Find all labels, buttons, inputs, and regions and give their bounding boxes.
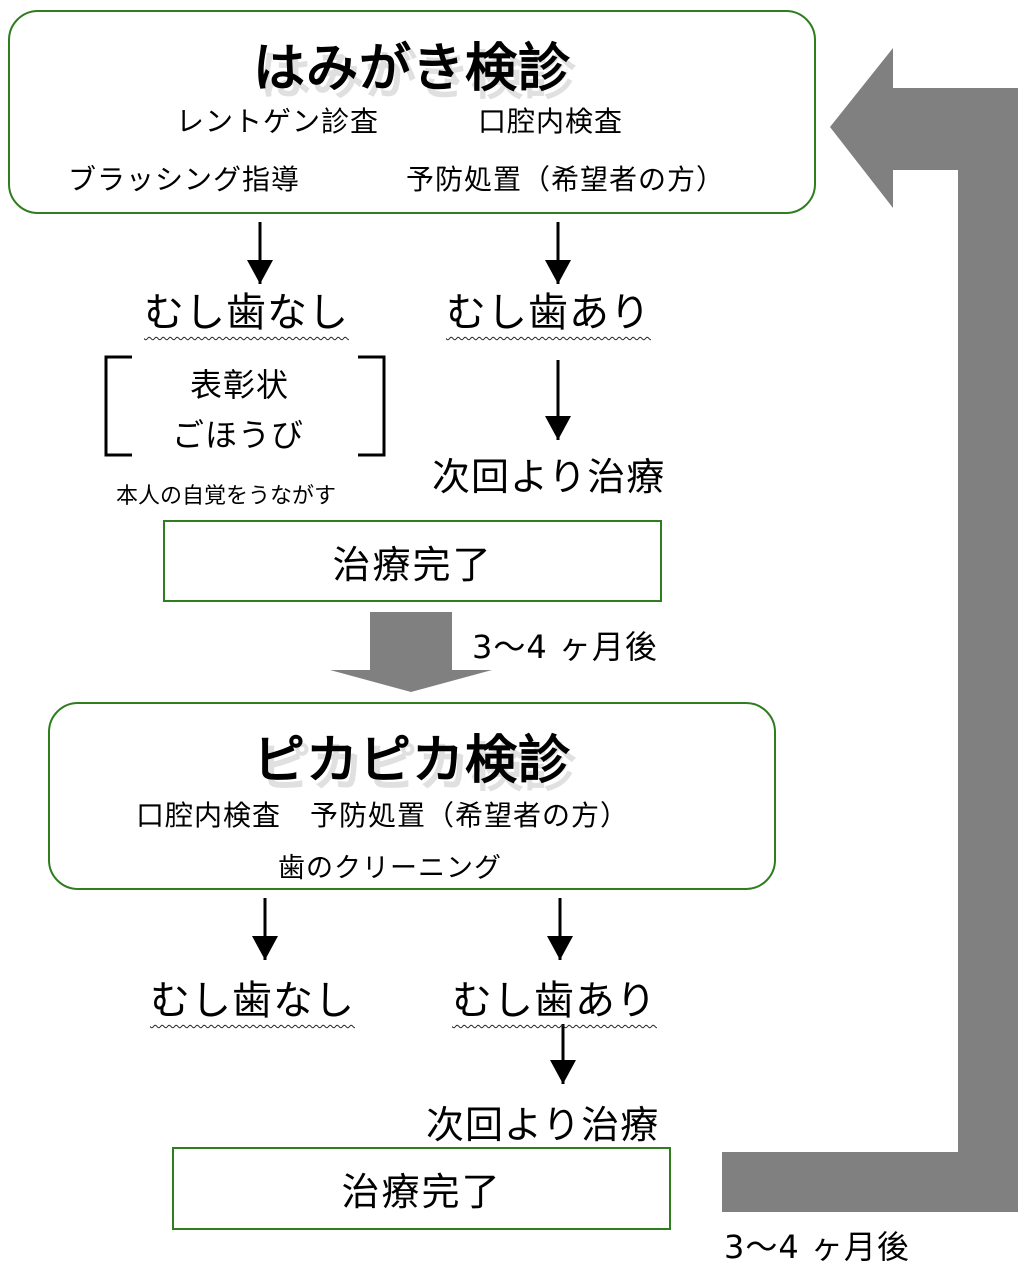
checkup2-title: ピカピカ検診 bbox=[252, 731, 571, 791]
reward-prize: ごほうび bbox=[172, 416, 305, 454]
interval-label-2: 3～4 ヶ月後 bbox=[724, 1228, 910, 1266]
branch1-caries: むし歯あり bbox=[446, 290, 651, 336]
checkup1-item-brushing: ブラッシング指導 bbox=[68, 163, 301, 196]
checkup2-row2: 歯のクリーニング bbox=[278, 853, 502, 884]
branch1-complete-box: 治療完了 bbox=[163, 520, 662, 602]
checkup1-item-xray: レントゲン診査 bbox=[176, 105, 380, 138]
checkup1-box: はみがき検診 レントゲン診査 口腔内検査 ブラッシング指導 予防処置（希望者の方… bbox=[8, 10, 816, 214]
branch2-complete-box: 治療完了 bbox=[172, 1147, 671, 1230]
return-loop-arrow bbox=[722, 48, 1018, 1212]
interval-label-1: 3～4 ヶ月後 bbox=[472, 628, 658, 666]
checkup1-title: はみがき検診 bbox=[252, 39, 571, 99]
interval-down-arrow bbox=[330, 612, 492, 692]
branch2-complete-label: 治療完了 bbox=[341, 1170, 502, 1214]
branch1-no-caries: むし歯なし bbox=[144, 290, 349, 336]
reward-note: 本人の自覚をうながす bbox=[116, 484, 337, 509]
reward-certificate: 表彰状 bbox=[190, 366, 290, 404]
branch2-caries: むし歯あり bbox=[452, 978, 657, 1024]
branch2-no-caries: むし歯なし bbox=[150, 978, 355, 1024]
branch2-next-treatment: 次回より治療 bbox=[426, 1103, 660, 1147]
checkup1-item-oral-exam: 口腔内検査 bbox=[478, 105, 624, 138]
branch1-complete-label: 治療完了 bbox=[332, 542, 493, 587]
reward-bracket-left bbox=[104, 355, 132, 457]
checkup1-item-prevention: 予防処置（希望者の方） bbox=[406, 163, 726, 196]
checkup2-row1: 口腔内検査 予防処置（希望者の方） bbox=[136, 799, 630, 832]
checkup2-box: ピカピカ検診 口腔内検査 予防処置（希望者の方） 歯のクリーニング bbox=[48, 702, 776, 890]
branch1-next-treatment: 次回より治療 bbox=[432, 455, 666, 499]
reward-bracket-right bbox=[358, 355, 386, 457]
